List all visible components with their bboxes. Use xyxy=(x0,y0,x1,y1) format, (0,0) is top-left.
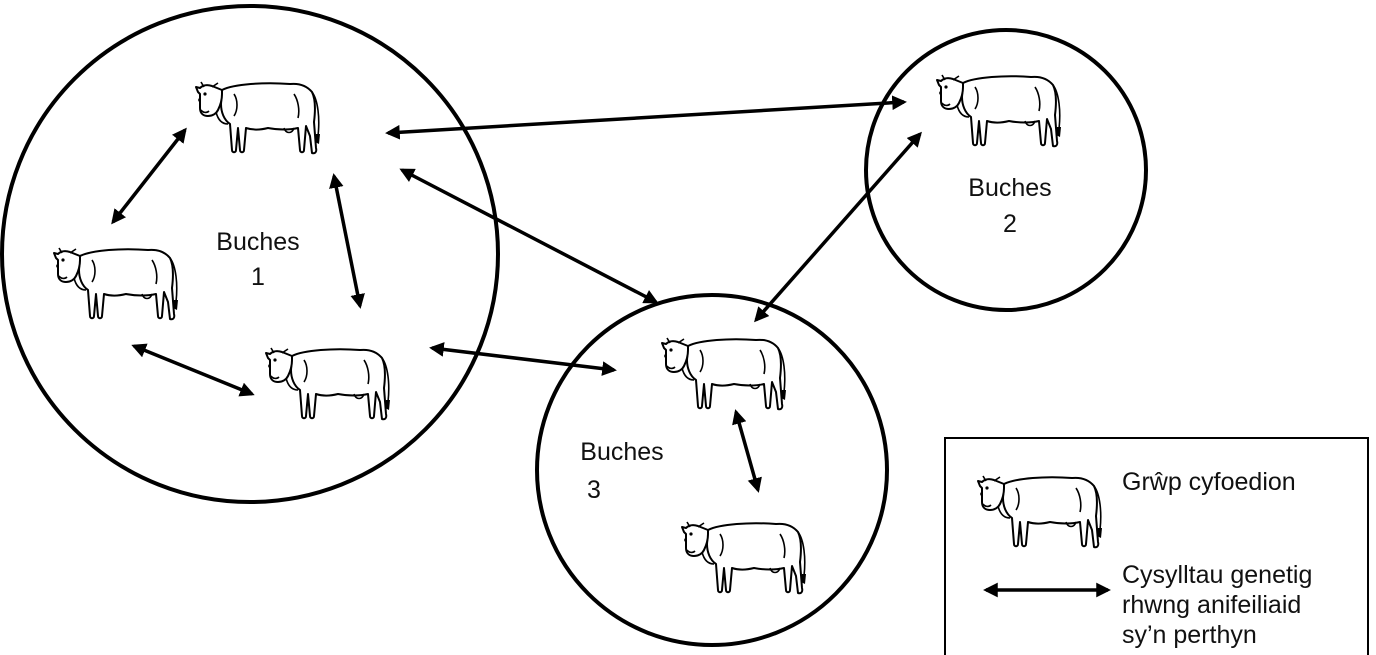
herd-3-label: Buches xyxy=(580,438,663,466)
cow-icon xyxy=(195,81,321,155)
herd-1-number: 1 xyxy=(251,263,265,291)
cow-icon xyxy=(977,475,1103,549)
legend-box xyxy=(944,437,1369,655)
link-arrow xyxy=(329,173,365,309)
herd-2-circle xyxy=(864,28,1148,312)
cow-icon xyxy=(936,74,1062,148)
link-arrow xyxy=(732,409,762,493)
legend-link-line-3: sy’n perthyn xyxy=(1122,621,1257,649)
genetic-links xyxy=(111,95,922,493)
legend-link-line-1: Cysylltau genetig xyxy=(1122,561,1312,589)
link-arrow xyxy=(429,342,617,376)
herd-3-number: 3 xyxy=(587,476,601,504)
cow-icon xyxy=(265,347,391,421)
legend: Grŵp cyfoedion Cysylltau genetig rhwng a… xyxy=(944,437,1369,655)
legend-cohort-label: Grŵp cyfoedion xyxy=(1122,468,1296,496)
herd-1-label: Buches xyxy=(216,228,299,256)
herd-2-label: Buches xyxy=(968,174,1051,202)
cow-icon xyxy=(661,337,787,411)
link-arrow xyxy=(111,127,187,225)
cow-icon xyxy=(53,247,179,321)
herd-2-number: 2 xyxy=(1003,210,1017,238)
cow-icon xyxy=(681,521,807,595)
link-arrow xyxy=(385,95,907,140)
legend-link-line-2: rhwng anifeiliaid xyxy=(1122,591,1301,619)
link-arrow xyxy=(399,168,659,304)
herd-3-circle xyxy=(535,293,889,647)
link-arrow xyxy=(131,343,255,397)
link-arrow xyxy=(754,131,922,323)
